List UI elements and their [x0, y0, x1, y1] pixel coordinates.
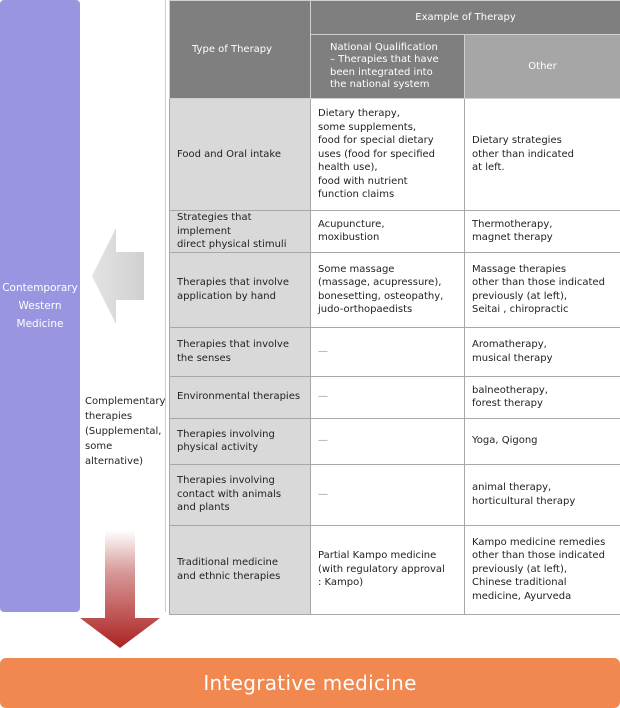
national-qualification-cell: Acupuncture, moxibustion: [310, 210, 465, 253]
table-row: Food and Oral intake Dietary therapy, so…: [169, 98, 620, 211]
other-cell: animal therapy, horticultural therapy: [463, 463, 620, 526]
therapy-type-cell: Therapies that involve application by ha…: [169, 251, 311, 328]
national-qualification-cell: Dietary therapy, some supplements, food …: [310, 98, 465, 211]
western-medicine-box: Contemporary Western Medicine: [0, 0, 80, 612]
national-qualification-cell: —: [310, 463, 465, 526]
other-cell: Kampo medicine remedies other than those…: [463, 524, 620, 615]
other-cell: balneotherapy, forest therapy: [463, 375, 620, 419]
therapy-type-cell: Food and Oral intake: [169, 98, 311, 211]
header-national-qualification: National Qualification – Therapies that …: [310, 34, 465, 99]
therapy-type-cell: Therapies that involve the senses: [169, 326, 311, 377]
divider: [165, 0, 166, 612]
integrative-medicine-bar: Integrative medicine: [0, 658, 620, 708]
national-qualification-cell: —: [310, 375, 465, 419]
integrative-medicine-label: Integrative medicine: [203, 671, 417, 695]
other-cell: Aromatherapy, musical therapy: [463, 326, 620, 377]
therapy-type-cell: Strategies that implement direct physica…: [169, 210, 311, 253]
header-type-of-therapy: Type of Therapy: [169, 0, 311, 99]
other-cell: Thermotherapy, magnet therapy: [463, 210, 620, 253]
therapy-table: Type of Therapy Example of Therapy Natio…: [169, 0, 620, 615]
table-row: Therapies that involve the senses — Arom…: [169, 326, 620, 377]
national-qualification-cell: Some massage (massage, acupressure), bon…: [310, 251, 465, 328]
left-arrow-icon: [92, 228, 144, 324]
table-row: Traditional medicine and ethnic therapie…: [169, 524, 620, 615]
national-qualification-cell: Partial Kampo medicine (with regulatory …: [310, 524, 465, 615]
national-qualification-cell: —: [310, 417, 465, 465]
table-row: Therapies involving contact with animals…: [169, 463, 620, 526]
other-cell: Dietary strategies other than indicated …: [463, 98, 620, 211]
table-row: Therapies involving physical activity — …: [169, 417, 620, 465]
other-cell: Massage therapies other than those indic…: [463, 251, 620, 328]
national-qualification-cell: —: [310, 326, 465, 377]
therapy-type-cell: Therapies involving physical activity: [169, 417, 311, 465]
therapy-type-cell: Environmental therapies: [169, 375, 311, 419]
complementary-therapies-label: Complementary therapies (Supplemental, s…: [85, 396, 166, 467]
header-example-of-therapy: Example of Therapy: [309, 0, 620, 35]
therapy-type-cell: Therapies involving contact with animals…: [169, 463, 311, 526]
other-cell: Yoga, Qigong: [463, 417, 620, 465]
table-row: Strategies that implement direct physica…: [169, 210, 620, 253]
western-medicine-label: Contemporary Western Medicine: [2, 282, 78, 330]
table-row: Environmental therapies — balneotherapy,…: [169, 375, 620, 419]
table-row: Therapies that involve application by ha…: [169, 251, 620, 328]
down-arrow-icon: [80, 530, 160, 648]
header-other: Other: [463, 34, 620, 99]
therapy-type-cell: Traditional medicine and ethnic therapie…: [169, 524, 311, 615]
